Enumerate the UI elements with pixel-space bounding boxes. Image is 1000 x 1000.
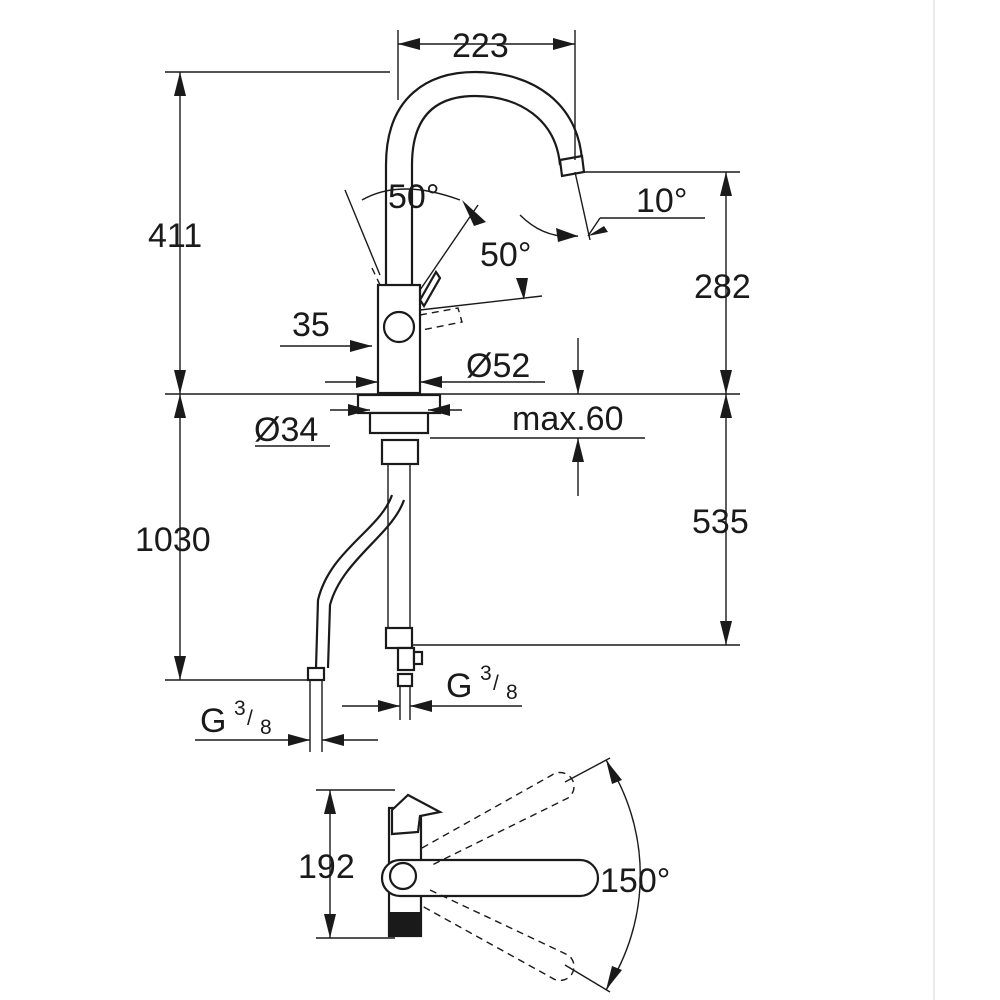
label-connection-right-num: 3 (480, 662, 492, 685)
faucet-side-view (306, 70, 586, 752)
label-spout-reach: 223 (452, 27, 509, 65)
label-connection-right: G (446, 667, 472, 705)
dimension-lines (165, 30, 740, 746)
label-connection-left-num: 3 (234, 697, 246, 720)
label-top-view-depth: 192 (298, 848, 355, 886)
label-total-height: 411 (148, 217, 202, 255)
label-hole-diameter: Ø34 (254, 411, 318, 449)
dimension-labels: 223 411 50° 50° 10° 282 35 Ø52 Ø34 max.6… (135, 27, 751, 900)
label-lever-angle-right: 50° (480, 236, 531, 274)
label-connection-right-den: 8 (506, 681, 518, 704)
label-connection-right-sep: / (493, 672, 499, 695)
label-connection-left: G (200, 702, 226, 740)
label-spout-angle: 10° (636, 182, 687, 220)
label-spout-height: 282 (694, 268, 751, 306)
label-lever-angle-left: 50° (388, 178, 439, 216)
faucet-top-view (316, 757, 641, 993)
label-swivel-angle: 150° (600, 862, 670, 900)
label-hose-length: 1030 (135, 521, 211, 559)
label-lever-offset: 35 (292, 306, 330, 344)
label-connection-left-den: 8 (260, 716, 272, 739)
label-below-deck-length: 535 (692, 503, 749, 541)
label-body-diameter: Ø52 (466, 347, 530, 385)
label-max-deck-thickness: max.60 (512, 400, 624, 438)
label-connection-left-sep: / (247, 707, 253, 730)
